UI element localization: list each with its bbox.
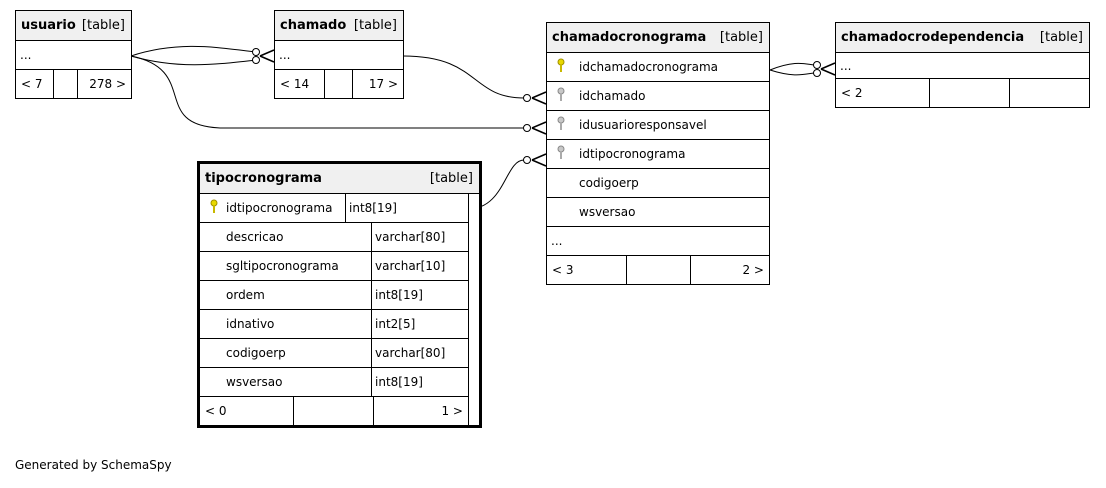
column-name: idtipocronograma — [579, 147, 686, 161]
table-chamado[interactable]: chamado [table] ... < 14 17 > — [274, 10, 404, 99]
table-header: chamado [table] — [275, 11, 403, 41]
relation-usuario-chamadocronograma — [130, 55, 524, 129]
parents-count: < 0 — [200, 397, 294, 425]
column-row: codigoerp — [547, 169, 769, 198]
column-row: codigoerp varchar[80] — [200, 339, 468, 368]
column-name: codigoerp — [579, 176, 639, 190]
table-tipocronograma[interactable]: tipocronograma [table] idtipocronograma … — [197, 161, 482, 428]
foreign-key-icon — [557, 87, 565, 105]
table-name: chamadocrodependencia — [841, 30, 1025, 45]
column-type: varchar[80] — [375, 230, 446, 244]
relation-chamado-chamadocronograma — [402, 55, 525, 99]
foreign-key-icon — [557, 145, 565, 163]
ellipsis: ... — [840, 58, 852, 73]
column-type: varchar[80] — [375, 346, 446, 360]
table-chamadocrodependencia[interactable]: chamadocrodependencia [table] ... < 2 — [835, 22, 1090, 108]
column-row: idnativo int2[5] — [200, 310, 468, 339]
table-kind: [table] — [1039, 30, 1083, 45]
column-name: idchamado — [579, 89, 646, 103]
column-name: codigoerp — [200, 339, 372, 367]
table-header: chamadocronograma [table] — [547, 23, 769, 53]
column-row: ordem int8[19] — [200, 281, 468, 310]
relation-usuario-chamado-2 — [130, 55, 257, 66]
column-type: int8[19] — [375, 288, 423, 302]
table-name: chamado — [280, 18, 347, 33]
column-type: varchar[10] — [375, 259, 446, 273]
relation-usuario-chamado-1 — [130, 45, 257, 57]
column-row: idusuarioresponsavel — [547, 111, 769, 140]
column-name: idusuarioresponsavel — [579, 118, 707, 132]
column-row: idchamadocronograma — [547, 53, 769, 82]
foreign-key-icon — [557, 116, 565, 134]
table-name: tipocronograma — [205, 171, 322, 186]
table-kind: [table] — [429, 171, 473, 186]
parents-count: < 3 — [547, 256, 627, 284]
row-count — [930, 79, 1010, 107]
table-usuario[interactable]: usuario [table] ... < 7 278 > — [15, 10, 132, 99]
column-name: ordem — [200, 281, 372, 309]
parents-count: < 7 — [16, 70, 54, 98]
ellipsis-row: ... — [836, 53, 1089, 79]
table-footer: < 14 17 > — [275, 70, 403, 98]
table-footer: < 0 1 > — [200, 397, 468, 425]
table-chamadocronograma[interactable]: chamadocronograma [table] idchamadocrono… — [546, 22, 770, 285]
children-count — [1010, 79, 1089, 107]
children-count: 1 > — [441, 404, 463, 418]
generated-by-text: Generated by SchemaSpy — [15, 458, 172, 472]
column-name: descricao — [200, 223, 372, 251]
relation-dependencia-2 — [769, 69, 815, 76]
ellipsis-row: ... — [16, 41, 131, 70]
columns-list: idtipocronograma int8[19] descricao varc… — [200, 194, 469, 425]
table-name: chamadocronograma — [552, 30, 707, 45]
column-row: idtipocronograma int8[19] — [200, 194, 468, 223]
table-kind: [table] — [719, 30, 763, 45]
table-footer: < 7 278 > — [16, 70, 131, 98]
ellipsis-row: ... — [275, 41, 403, 70]
parents-count: < 2 — [836, 79, 930, 107]
column-row: descricao varchar[80] — [200, 223, 468, 252]
column-type: int8[19] — [349, 201, 397, 215]
parents-count: < 14 — [275, 70, 325, 98]
column-type: int2[5] — [375, 317, 416, 331]
column-row: wsversao — [547, 198, 769, 227]
column-row: idtipocronograma — [547, 140, 769, 169]
column-row: sgltipocronograma varchar[10] — [200, 252, 468, 281]
table-footer: < 3 2 > — [547, 256, 769, 284]
column-name: wsversao — [200, 368, 372, 396]
row-count — [627, 256, 691, 284]
table-kind: [table] — [353, 18, 397, 33]
table-name: usuario — [21, 18, 76, 33]
children-count: 2 > — [742, 263, 764, 277]
column-row: wsversao int8[19] — [200, 368, 468, 397]
children-count: 278 > — [89, 77, 126, 91]
ellipsis: ... — [279, 48, 291, 62]
table-kind: [table] — [81, 18, 125, 33]
column-name: idnativo — [200, 310, 372, 338]
primary-key-icon — [210, 199, 218, 217]
table-header: tipocronograma [table] — [200, 164, 479, 194]
ellipsis-row: ... — [547, 227, 769, 256]
column-name: idtipocronograma — [200, 194, 346, 222]
ellipsis: ... — [551, 234, 563, 248]
children-count: 17 > — [368, 77, 398, 91]
primary-key-icon — [557, 58, 565, 76]
column-type: int8[19] — [375, 375, 423, 389]
column-name: wsversao — [579, 205, 636, 219]
relation-dependencia-1 — [769, 62, 815, 71]
table-footer: < 2 — [836, 79, 1089, 107]
row-count — [294, 397, 374, 425]
table-header: usuario [table] — [16, 11, 131, 41]
row-count — [325, 70, 353, 98]
column-row: idchamado — [547, 82, 769, 111]
column-name: idchamadocronograma — [579, 60, 719, 74]
columns-area: idtipocronograma int8[19] descricao varc… — [200, 194, 479, 425]
table-header: chamadocrodependencia [table] — [836, 23, 1089, 53]
column-name: sgltipocronograma — [200, 252, 372, 280]
ellipsis: ... — [20, 48, 32, 62]
row-count — [54, 70, 78, 98]
